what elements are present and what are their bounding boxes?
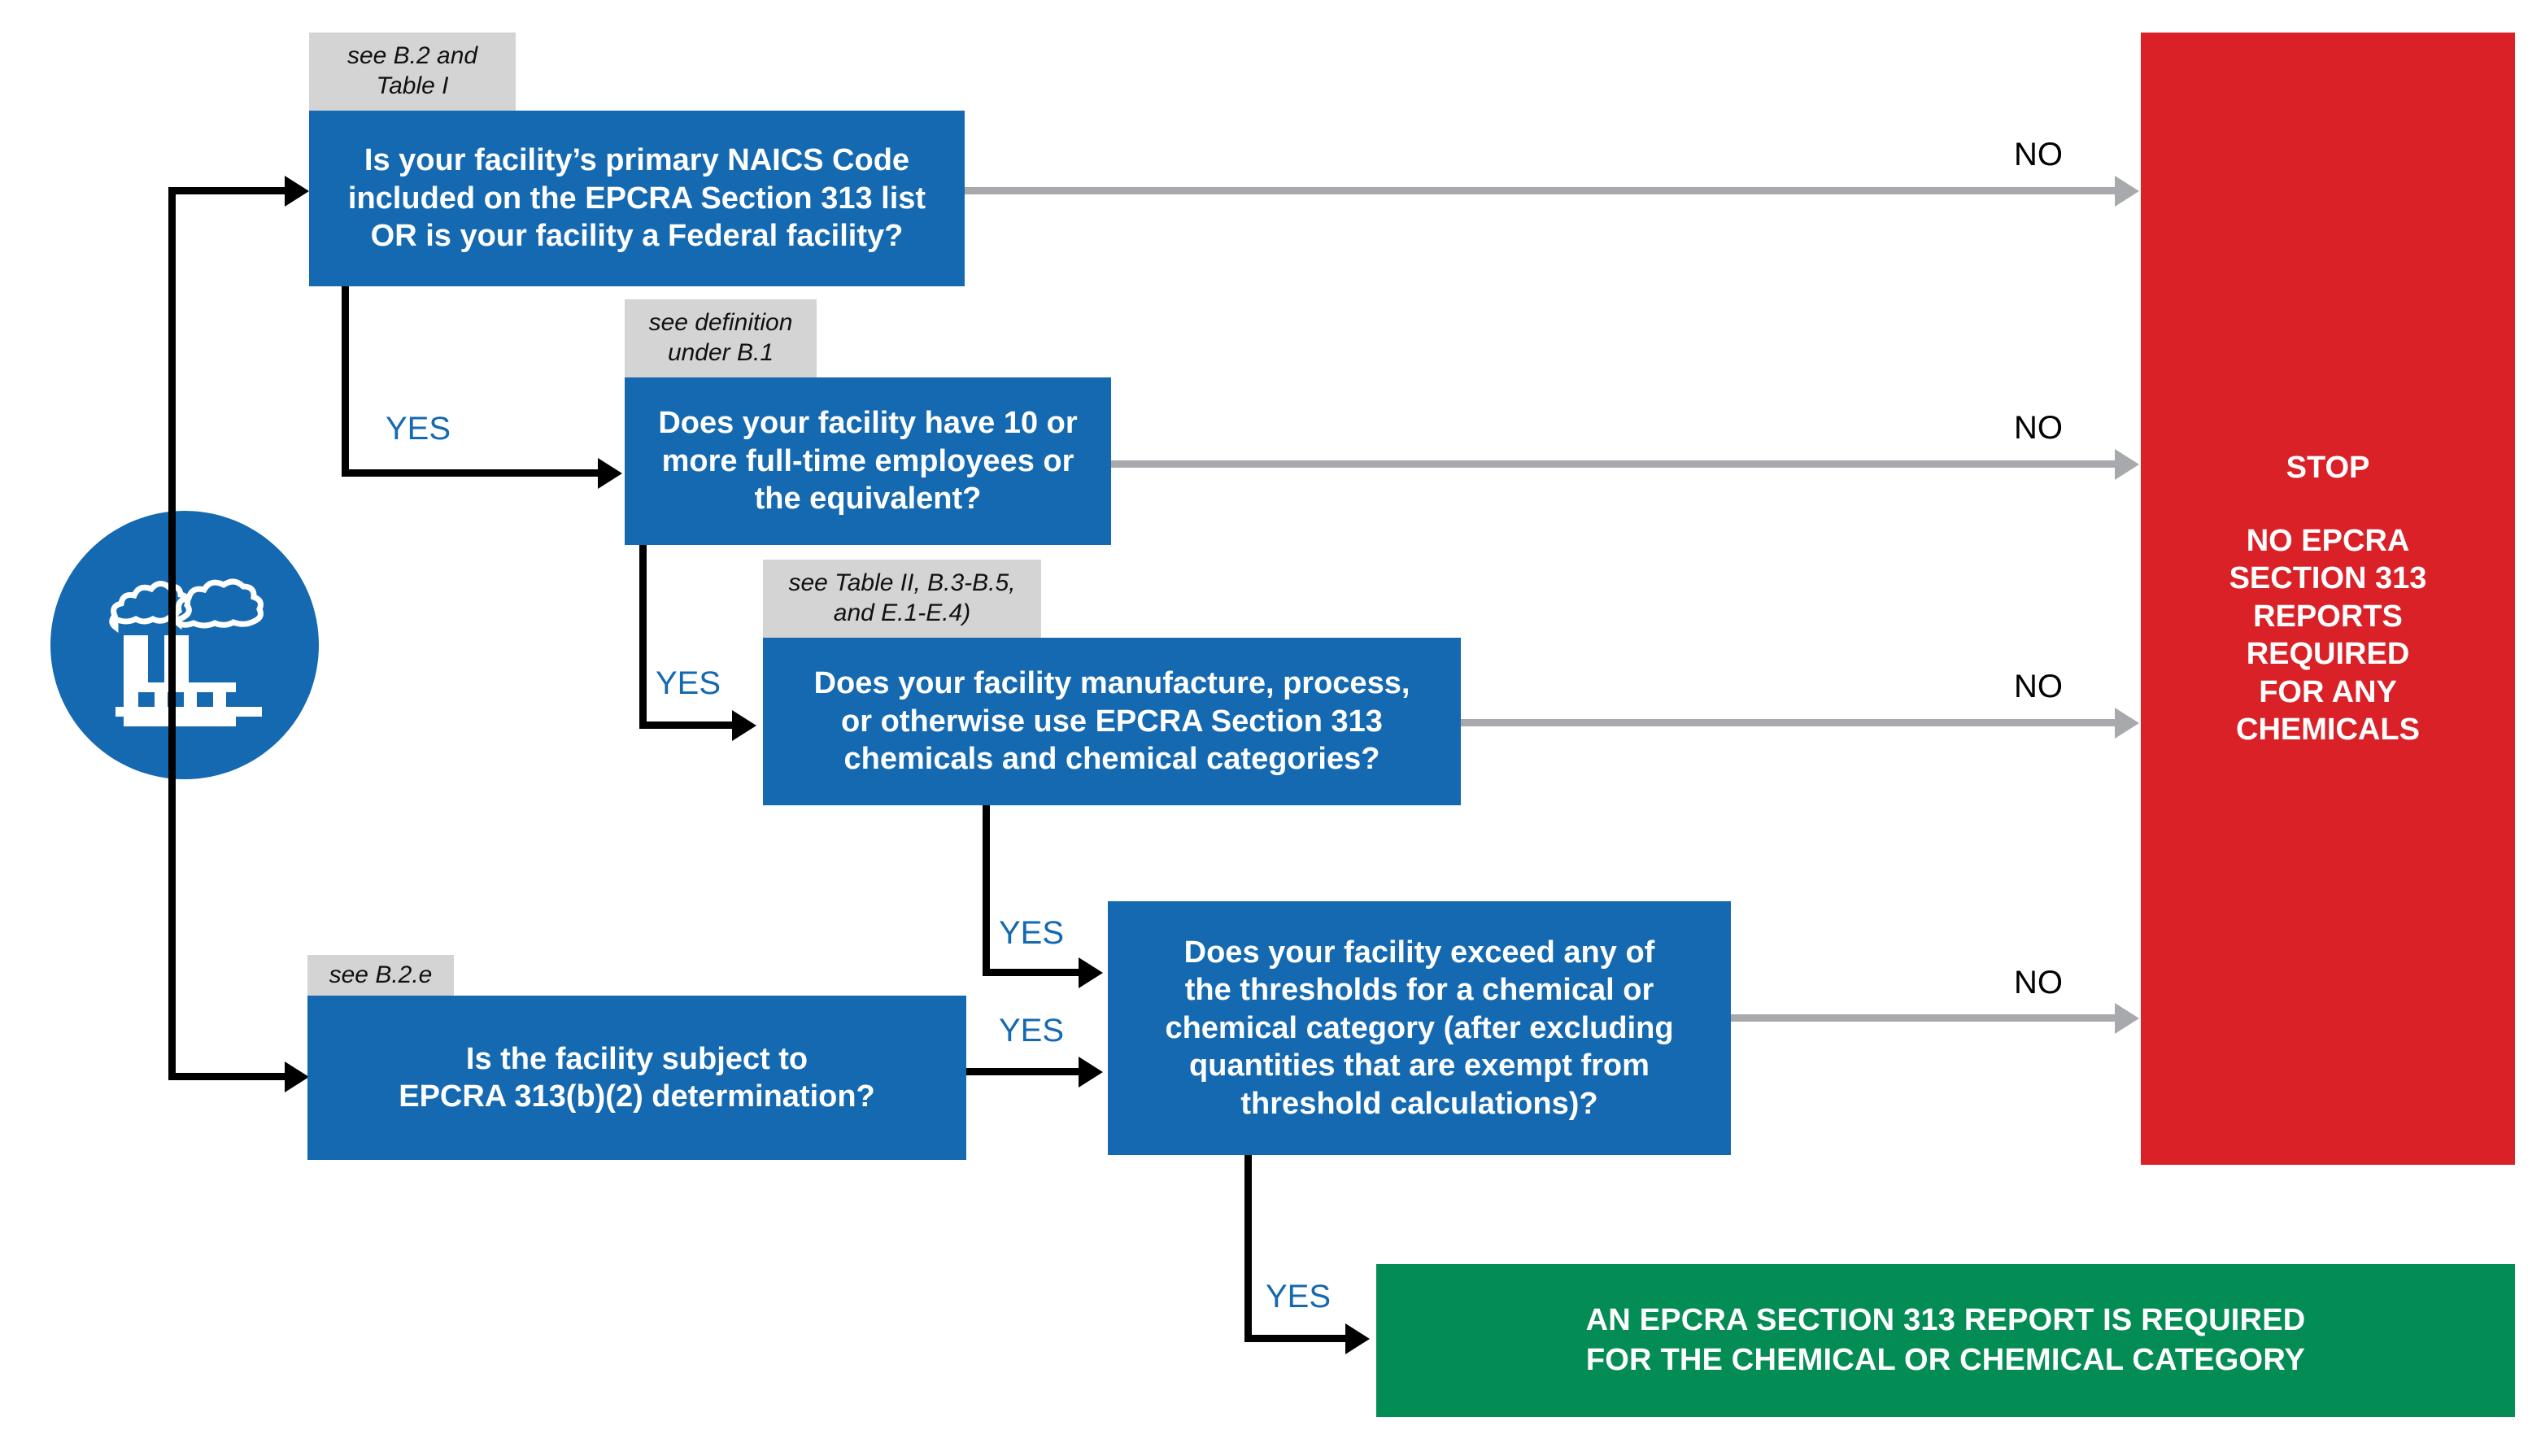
edge-label-no-3: NO: [2014, 669, 2063, 704]
no-edge-1-line: [965, 187, 2116, 194]
question-line: quantities that are exempt from: [1189, 1048, 1650, 1083]
edge-label-yes-1: YES: [386, 411, 451, 447]
question-line: Is your facility’s primary NAICS Code: [364, 143, 910, 178]
stop-body: NO EPCRA SECTION 313 REPORTS REQUIRED FO…: [2229, 522, 2427, 748]
no-edge-3-arrowhead: [2115, 708, 2139, 739]
yes-edge-2-arrowhead: [732, 710, 756, 741]
edge-label-yes-5: YES: [1266, 1279, 1332, 1314]
question-line: Does your facility have 10 or: [658, 406, 1078, 441]
question-line: threshold calculations)?: [1240, 1086, 1598, 1121]
question-line: included on the EPCRA Section 313 list: [347, 181, 926, 216]
stop-body-line: REQUIRED: [2246, 637, 2410, 672]
report-line: FOR THE CHEMICAL OR CHEMICAL CATEGORY: [1585, 1343, 2306, 1377]
question-box-thresholds[interactable]: Does your facility exceed any of the thr…: [1108, 901, 1731, 1155]
yes-edge-1-arrowhead: [598, 458, 622, 489]
note-b2e: see B.2.e: [307, 955, 454, 996]
yes-edge-4-arrowhead: [1079, 1057, 1103, 1088]
question-line: chemicals and chemical categories?: [843, 742, 1380, 777]
yes-edge-5-arrowhead: [1345, 1323, 1370, 1354]
note-line: under B.1: [667, 339, 774, 366]
no-edge-3-line: [1461, 719, 2116, 726]
trunk-top-arrowhead: [285, 176, 309, 207]
note-b2-tablei: see B.2 and Table I: [309, 33, 516, 111]
yes-edge-2-vertical: [639, 545, 647, 729]
question-line: Does your facility manufacture, process,: [813, 666, 1410, 701]
yes-edge-5-vertical: [1244, 1155, 1252, 1342]
yes-edge-1-horizontal: [342, 469, 602, 477]
question-line: more full-time employees or: [661, 443, 1074, 478]
question-box-determination[interactable]: Is the facility subject to EPCRA 313(b)(…: [307, 996, 966, 1160]
trunk-top-horizontal: [168, 187, 290, 194]
no-edge-1-arrowhead: [2115, 176, 2139, 207]
note-line: and E.1-E.4): [833, 599, 971, 626]
yes-edge-5-horizontal: [1244, 1335, 1349, 1342]
note-line: see B.2 and: [346, 42, 478, 70]
outcome-report-box[interactable]: AN EPCRA SECTION 313 REPORT IS REQUIRED …: [1376, 1264, 2515, 1417]
question-line: the thresholds for a chemical or: [1184, 973, 1654, 1008]
trunk-bottom-arrowhead: [285, 1061, 309, 1092]
edge-label-yes-3: YES: [999, 915, 1065, 951]
question-line: or otherwise use EPCRA Section 313: [841, 704, 1383, 739]
no-edge-2-arrowhead: [2115, 449, 2139, 480]
factory-icon: [50, 511, 319, 779]
yes-edge-2-horizontal: [639, 721, 737, 729]
yes-edge-3-arrowhead: [1079, 957, 1103, 988]
yes-edge-3-vertical: [983, 805, 990, 976]
edge-label-no-4: NO: [2014, 965, 2063, 1000]
outcome-stop-box[interactable]: STOP NO EPCRA SECTION 313 REPORTS REQUIR…: [2141, 33, 2515, 1165]
report-line: AN EPCRA SECTION 313 REPORT IS REQUIRED: [1585, 1302, 2306, 1337]
note-tableii: see Table II, B.3-B.5, and E.1-E.4): [763, 560, 1041, 638]
trunk-bottom-horizontal: [168, 1073, 290, 1080]
no-edge-4-line: [1731, 1014, 2116, 1022]
question-line: EPCRA 313(b)(2) determination?: [399, 1079, 875, 1114]
stop-body-line: CHEMICALS: [2236, 712, 2420, 747]
stop-body-line: NO EPCRA: [2246, 524, 2410, 559]
no-edge-2-line: [1111, 460, 2116, 468]
question-line: the equivalent?: [754, 482, 982, 517]
note-line: see B.2.e: [329, 961, 433, 988]
edge-label-yes-4: YES: [999, 1013, 1065, 1048]
stop-body-line: SECTION 313: [2229, 561, 2427, 596]
edge-label-no-1: NO: [2014, 137, 2063, 172]
yes-edge-3-horizontal: [983, 969, 1082, 976]
question-box-naics[interactable]: Is your facility’s primary NAICS Code in…: [309, 111, 965, 286]
yes-edge-4-horizontal: [966, 1068, 1082, 1075]
question-line: Is the facility subject to: [465, 1041, 808, 1076]
question-line: OR is your facility a Federal facility?: [370, 219, 904, 254]
question-line: chemical category (after excluding: [1165, 1010, 1674, 1045]
stop-body-line: REPORTS: [2253, 599, 2403, 634]
edge-label-no-2: NO: [2014, 410, 2063, 446]
edge-label-yes-2: YES: [656, 665, 721, 701]
note-line: Table I: [376, 72, 449, 99]
yes-edge-1-vertical: [342, 286, 349, 477]
note-line: see definition: [648, 309, 793, 337]
trunk-vertical-line: [168, 187, 176, 1080]
no-edge-4-arrowhead: [2115, 1003, 2139, 1034]
question-box-chemicals[interactable]: Does your facility manufacture, process,…: [763, 638, 1461, 805]
note-line: see Table II, B.3-B.5,: [788, 569, 1016, 597]
question-box-employees[interactable]: Does your facility have 10 or more full-…: [625, 377, 1111, 545]
stop-heading: STOP: [2286, 450, 2370, 485]
note-b1: see definition under B.1: [625, 299, 817, 377]
question-line: Does your facility exceed any of: [1183, 935, 1655, 970]
stop-body-line: FOR ANY: [2259, 674, 2397, 709]
